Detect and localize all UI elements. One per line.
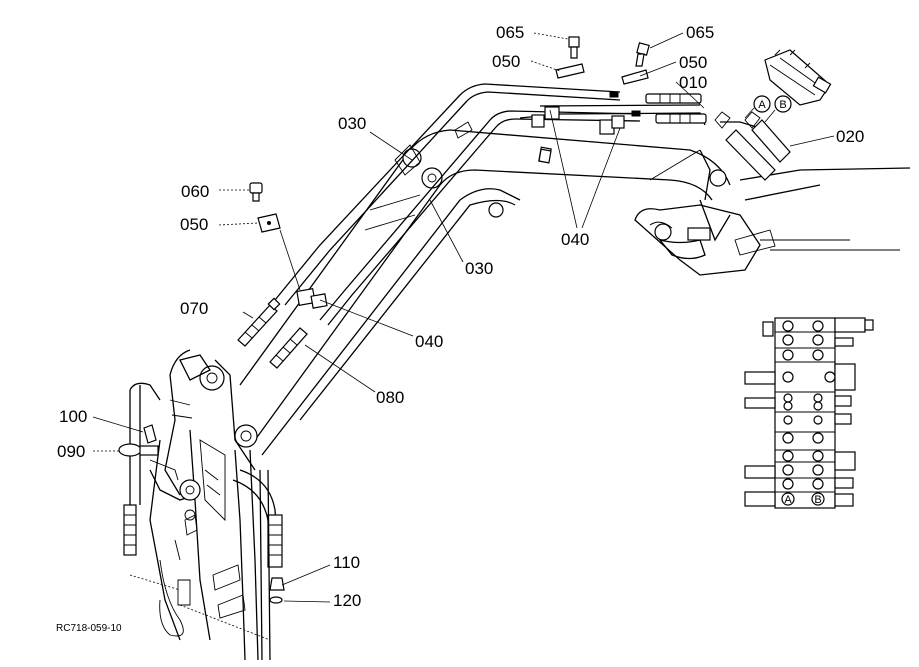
hose-070 — [237, 297, 281, 347]
callout-120: 120 — [333, 591, 361, 610]
callout-065-left: 065 — [496, 23, 524, 42]
callout-050-top: 050 — [492, 52, 520, 71]
callout-030-upper: 030 — [338, 114, 366, 133]
callout-080: 080 — [376, 388, 404, 407]
bolt-065-right — [635, 42, 650, 67]
port-marker-a: A — [758, 99, 766, 111]
callout-050-right: 050 — [679, 53, 707, 72]
callout-065-right: 065 — [686, 23, 714, 42]
bolt-060 — [249, 182, 263, 202]
port-markers-top: A B — [744, 95, 792, 123]
diagram-code: RC718-059-10 — [56, 623, 122, 634]
callout-110: 110 — [333, 553, 360, 572]
callout-070: 070 — [180, 299, 208, 318]
hose-080 — [269, 327, 308, 369]
callout-040-lower: 040 — [415, 332, 443, 351]
port-marker-b-valve: B — [814, 494, 821, 506]
hydraulic-pipes — [123, 49, 832, 661]
callout-050-left: 050 — [180, 215, 208, 234]
leader-lines — [92, 32, 835, 603]
callout-030-lower: 030 — [465, 259, 493, 278]
boom-structure — [129, 121, 911, 661]
callout-020: 020 — [836, 127, 864, 146]
callout-010: 010 — [679, 73, 707, 92]
callout-090: 090 — [57, 442, 85, 461]
control-valve-schematic: A B — [744, 317, 874, 509]
port-marker-b: B — [779, 99, 786, 111]
callout-040-upper: 040 — [561, 230, 589, 249]
bolt-065-left — [568, 36, 580, 59]
fittings — [118, 36, 650, 604]
port-marker-a-valve: A — [784, 494, 792, 506]
callout-060: 060 — [181, 182, 209, 201]
callout-100: 100 — [59, 407, 87, 426]
callout-labels: 065 065 050 050 010 020 030 030 040 040 … — [57, 23, 864, 610]
